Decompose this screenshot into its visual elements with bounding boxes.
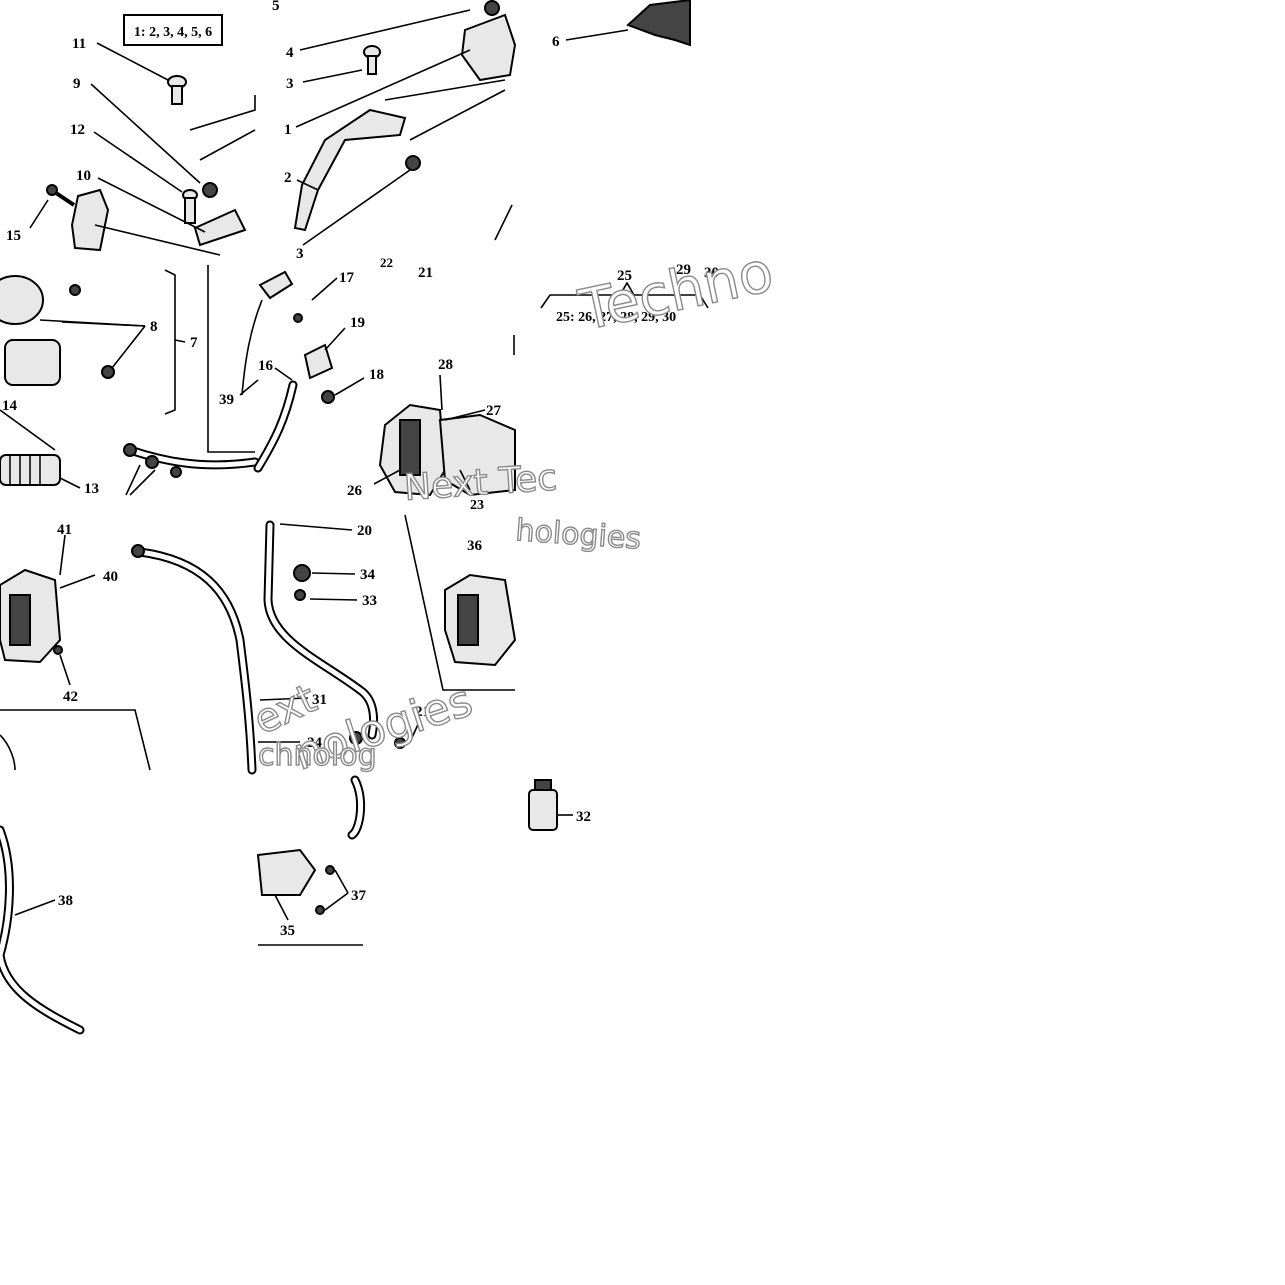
rear-master-35-icon (256, 848, 317, 896)
callout-19: 19 (350, 315, 365, 331)
callout-15: 15 (6, 228, 21, 244)
callout-17: 17 (339, 270, 355, 286)
watermarks: Techno Next Tec hologies ext nologies ch… (246, 239, 779, 781)
callout-28: 28 (438, 357, 453, 373)
callout-23: 23 (470, 498, 484, 513)
washer-9-icon (202, 182, 218, 198)
tile-brake-lever: 5 4 3 1 2 3 (272, 0, 517, 262)
callout-27: 27 (486, 403, 502, 419)
tile-hose-junction: 22 21 17 19 16 18 39 (219, 255, 433, 473)
callout-21-bottom: 21 (415, 704, 430, 720)
tile-hose-38: 38 (0, 825, 85, 1035)
caliper-half-icon (438, 413, 516, 497)
bolt-11-icon (167, 75, 187, 105)
watermark-1: Techno (573, 240, 778, 344)
watermark-3: hologies (514, 513, 642, 557)
callout-31: 31 (312, 692, 327, 708)
callout-16: 16 (258, 358, 274, 374)
callout-9: 9 (73, 76, 81, 92)
master-bracket-icon (70, 188, 110, 252)
lever-holder-6-icon (626, 0, 691, 47)
tile-master-cylinder: 8 7 14 13 (0, 265, 260, 497)
kit-box-text: 1: 2, 3, 4, 5, 6 (134, 25, 212, 40)
callout-41: 41 (57, 522, 72, 538)
callout-37: 37 (351, 888, 367, 904)
nut-3-icon (405, 155, 421, 171)
tile-rear-caliper: 41 40 42 (0, 522, 257, 775)
kit-box (123, 14, 223, 46)
callout-13: 13 (84, 481, 99, 497)
bolt-15-icon (46, 184, 76, 207)
banjo-16-icon (258, 270, 294, 300)
clamp-10-icon (193, 208, 247, 247)
tile-caliper-36: 36 (404, 514, 517, 691)
tile-rear-master-35: 37 35 (256, 775, 367, 946)
callout-10: 10 (76, 168, 91, 184)
callout-8: 8 (150, 319, 158, 335)
callout-3-top: 3 (286, 76, 294, 92)
master-cylinder-icon (4, 339, 61, 386)
bolt-12-icon (182, 189, 198, 224)
callout-7: 7 (190, 335, 198, 351)
callout-34: 34 (360, 567, 376, 583)
callout-33: 33 (362, 593, 377, 609)
callout-42: 42 (63, 689, 78, 705)
callout-29: 29 (676, 262, 691, 278)
callout-22: 22 (380, 255, 393, 270)
callout-21-top: 21 (418, 265, 433, 281)
callout-3-bottom: 3 (296, 246, 304, 262)
callout-4: 4 (286, 45, 294, 61)
reservoir-cap-icon (0, 275, 44, 325)
callout-2: 2 (284, 170, 292, 186)
callout-14: 14 (2, 398, 18, 414)
tile-kit-25: 25 29 30 25: 26, 27, 28, 29, 30 (540, 262, 719, 325)
callout-30: 30 (704, 265, 719, 281)
callout-12: 12 (70, 122, 85, 138)
callout-6: 6 (552, 34, 560, 50)
callout-39: 39 (219, 392, 234, 408)
tile-fluid-32: 32 (528, 779, 591, 831)
tile-rear-hoses: 20 34 33 31 21 24 (258, 520, 430, 751)
callout-20: 20 (357, 523, 372, 539)
kit-bracket-text: 25: 26, 27, 28, 29, 30 (556, 310, 676, 325)
callout-18: 18 (369, 367, 384, 383)
callout-5: 5 (272, 0, 280, 14)
tile-front-caliper: 28 27 26 23 (347, 335, 516, 513)
callout-26: 26 (347, 483, 363, 499)
brake-fluid-bottle-icon (528, 789, 558, 831)
lever-bracket-icon (460, 13, 517, 82)
caliper-36-icon (444, 573, 517, 667)
callout-32: 32 (576, 809, 591, 825)
bolt-3-icon (363, 45, 381, 75)
tile-lever-mounts: 1: 2, 3, 4, 5, 6 11 9 12 (6, 14, 256, 256)
callout-24: 24 (307, 735, 323, 751)
callout-40: 40 (103, 569, 118, 585)
brake-lever-icon (293, 108, 407, 232)
callout-1: 1 (284, 122, 292, 138)
junction-19-icon (303, 343, 334, 380)
watermark-2: Next Tec (403, 457, 559, 509)
callout-25: 25 (617, 268, 632, 284)
watermark-6: chnolog (258, 738, 377, 773)
callout-11: 11 (72, 36, 86, 52)
callout-38: 38 (58, 893, 73, 909)
tile-part-6: 6 (552, 0, 691, 50)
callout-36: 36 (467, 538, 483, 554)
callout-35: 35 (280, 923, 295, 939)
